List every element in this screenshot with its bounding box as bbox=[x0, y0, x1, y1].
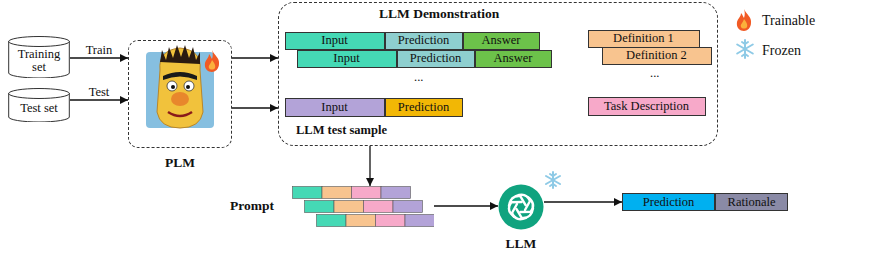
snowflake-icon bbox=[737, 40, 753, 58]
bar-text: Input bbox=[321, 100, 347, 115]
bar-text: Answer bbox=[494, 51, 533, 66]
edge-label: Train bbox=[85, 43, 114, 57]
prompt-block bbox=[376, 215, 406, 227]
bar-text: Prediction bbox=[643, 195, 694, 210]
prompt-heading: Prompt bbox=[230, 198, 274, 213]
label-holder: ... bbox=[414, 67, 423, 85]
logo-knot bbox=[506, 193, 536, 221]
edge-label-holder: Test bbox=[88, 82, 111, 100]
text-bar: Answer bbox=[463, 32, 540, 50]
heading-holder: PLM bbox=[129, 153, 231, 171]
bar-text: Rationale bbox=[728, 195, 776, 210]
arrow-connector bbox=[232, 57, 278, 58]
group-title: LLM Demonstration bbox=[379, 6, 499, 21]
prompt-block bbox=[317, 215, 347, 227]
prompt-block bbox=[334, 201, 364, 213]
prompt-stack: Prompt bbox=[292, 186, 434, 228]
snowflake-icon bbox=[546, 172, 560, 188]
text-bar: Input bbox=[297, 50, 397, 68]
cylinder-top bbox=[9, 37, 70, 47]
text-bar: Input bbox=[285, 32, 385, 50]
prompt-block bbox=[346, 215, 376, 227]
arrow-connector bbox=[232, 107, 278, 108]
label-holder: ... bbox=[650, 63, 659, 81]
bar-text: Input bbox=[321, 33, 347, 48]
legend-holder: Trainable bbox=[762, 11, 815, 29]
bar-text: Prediction bbox=[410, 51, 461, 66]
prompt-block bbox=[352, 187, 382, 199]
prompt-blocks bbox=[292, 186, 434, 228]
text-bar: Task Description bbox=[588, 97, 706, 116]
text-bar: Definition 2 bbox=[602, 47, 712, 65]
dashed-group: PLM bbox=[128, 40, 232, 148]
arrow-connector bbox=[434, 205, 498, 206]
legend-holder: Frozen bbox=[762, 41, 801, 59]
text-bar: Definition 1 bbox=[588, 30, 700, 48]
heading-holder: LLM bbox=[478, 234, 564, 252]
text-bar: Input bbox=[285, 98, 385, 117]
text-bar: Prediction bbox=[385, 32, 463, 50]
bar-text: Definition 2 bbox=[626, 48, 687, 63]
title-holder: LLM Demonstration bbox=[379, 4, 499, 22]
llm-circle: LLM bbox=[498, 184, 544, 230]
ellipsis-label: ... bbox=[414, 70, 423, 84]
bar-text: Answer bbox=[482, 33, 521, 48]
heading-holder: Prompt bbox=[230, 196, 274, 214]
arrow-connector bbox=[70, 57, 128, 58]
bar-text: Task Description bbox=[604, 99, 689, 114]
bar-text: Prediction bbox=[398, 100, 449, 115]
prompt-block bbox=[322, 187, 352, 199]
bar-text: Input bbox=[333, 51, 359, 66]
llm-logo bbox=[498, 184, 544, 230]
llm-heading: LLM bbox=[506, 236, 537, 251]
text-bar: Prediction bbox=[397, 50, 475, 68]
prompt-block bbox=[364, 201, 394, 213]
section-label: LLM test sample bbox=[296, 123, 387, 137]
text-bar: Answer bbox=[475, 50, 552, 68]
prompt-block bbox=[305, 201, 335, 213]
label-holder: LLM test sample bbox=[296, 120, 387, 138]
text-bar: Prediction bbox=[622, 193, 715, 211]
bar-text: Definition 1 bbox=[613, 31, 674, 46]
ellipsis-label: ... bbox=[650, 66, 659, 80]
dataset-cylinder: Training set bbox=[8, 36, 70, 78]
dataset-label: Test set bbox=[20, 102, 58, 115]
dataset-cylinder: Test set bbox=[8, 88, 70, 122]
bar-text: Prediction bbox=[398, 33, 449, 48]
cylinder-top bbox=[9, 89, 70, 99]
plm-illustration bbox=[146, 45, 214, 128]
llm-disc bbox=[499, 185, 544, 230]
fire-icon bbox=[737, 9, 751, 31]
legend-text: Frozen bbox=[762, 43, 801, 58]
text-bar: Prediction bbox=[385, 98, 463, 117]
prompt-block bbox=[381, 187, 411, 199]
arrow-connector bbox=[369, 146, 370, 186]
edge-label-holder: Train bbox=[85, 40, 114, 58]
legend-text: Trainable bbox=[762, 13, 815, 28]
prompt-block bbox=[293, 187, 323, 199]
fire-icon bbox=[205, 50, 219, 72]
arrow-connector bbox=[544, 201, 622, 202]
text-bar: Rationale bbox=[715, 193, 788, 211]
group-heading: PLM bbox=[165, 155, 195, 170]
logo-petal bbox=[508, 193, 528, 213]
prompt-block bbox=[393, 201, 423, 213]
dataset-label: Training set bbox=[15, 48, 63, 74]
arrow-connector bbox=[70, 99, 128, 100]
edge-label: Test bbox=[88, 85, 111, 99]
prompt-block bbox=[405, 215, 434, 227]
